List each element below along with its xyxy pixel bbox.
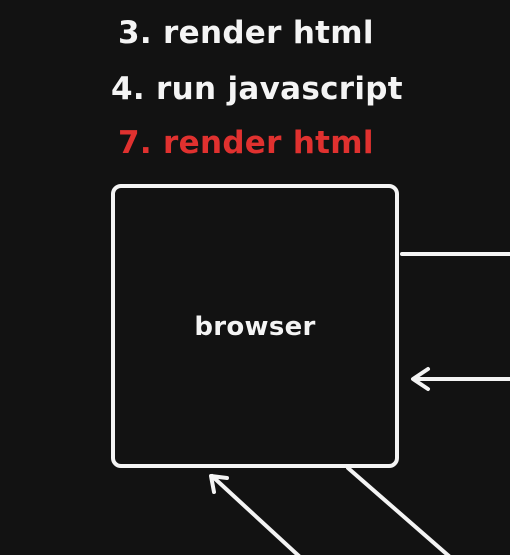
browser-label: browser: [194, 312, 316, 342]
outgoing-connector-diagonal: [346, 466, 451, 555]
incoming-arrow-bottom: [209, 474, 301, 555]
incoming-arrow-right: [411, 367, 510, 391]
step-3-label: 3. render html: [118, 15, 374, 51]
step-7-label: 7. render html: [118, 125, 374, 161]
browser-node: browser: [111, 184, 399, 468]
step-4-label: 4. run javascript: [111, 71, 403, 107]
